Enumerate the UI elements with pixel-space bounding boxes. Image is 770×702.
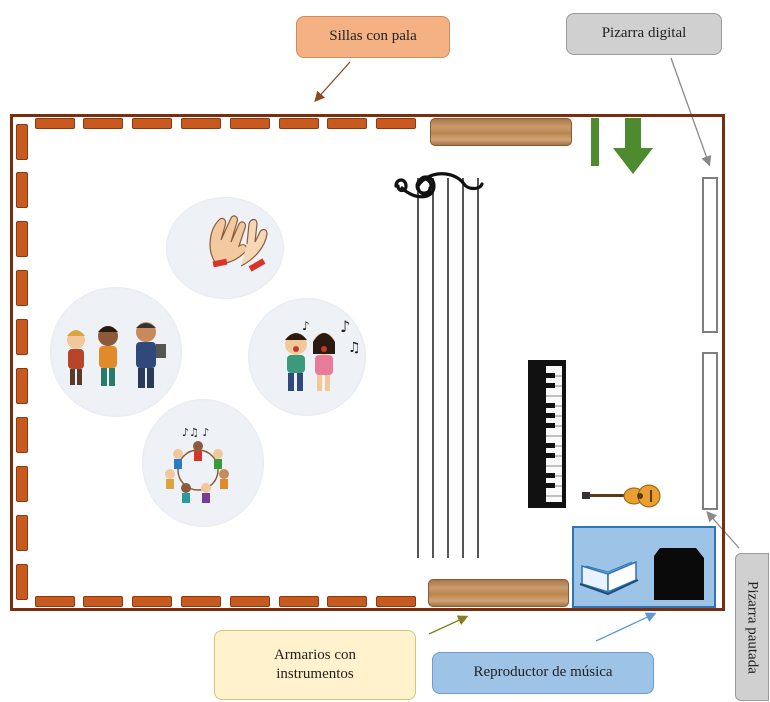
activity-circle-singing-children <box>248 298 366 416</box>
digital-board <box>702 177 718 333</box>
book-icon <box>579 560 639 596</box>
chair <box>376 596 416 607</box>
door-mark <box>591 118 599 166</box>
chair <box>16 172 28 208</box>
entrance-arrow-icon <box>613 118 653 174</box>
chair <box>35 118 75 129</box>
music-player-callout: Reproductor de música <box>432 652 654 694</box>
chairs-label: Sillas con pala <box>329 28 417 45</box>
chair <box>327 596 367 607</box>
svg-text:♪♫ ♪: ♪♫ ♪ <box>182 426 209 439</box>
classroom-floor-plan <box>10 114 725 611</box>
chair <box>16 564 28 600</box>
chair <box>16 368 28 404</box>
staff-line <box>447 178 449 558</box>
chair <box>16 319 28 355</box>
chair <box>16 221 28 257</box>
music-player-arrow <box>595 612 657 642</box>
guitar-icon <box>582 484 661 508</box>
chair <box>181 596 221 607</box>
chair <box>16 270 28 306</box>
svg-text:♪: ♪ <box>340 317 350 336</box>
music-player-label: Reproductor de música <box>473 664 613 681</box>
staff-line <box>477 178 479 558</box>
cabinets-label: Armarios con instrumentos <box>273 646 357 683</box>
staff-board-label: Pizarra pautada <box>744 580 761 674</box>
chair <box>132 118 172 129</box>
chair <box>16 466 28 502</box>
staff-board-callout: Pizarra pautada <box>735 553 769 701</box>
chair <box>279 118 319 129</box>
digital-board-callout: Pizarra digital <box>566 13 722 55</box>
chair <box>16 417 28 453</box>
activity-circle-dancing <box>142 399 264 527</box>
clapping-hands-icon <box>209 215 268 272</box>
singing-children-icon: ♪ ♫ ♪ <box>285 317 361 391</box>
speaker-icon <box>654 548 704 600</box>
chairs-callout: Sillas con pala <box>296 16 450 58</box>
cabinets-arrow <box>428 615 469 635</box>
chair <box>16 515 28 551</box>
staff-line <box>462 178 464 558</box>
digital-board-arrow <box>670 57 712 167</box>
chair <box>279 596 319 607</box>
staff-line <box>417 178 419 558</box>
svg-text:♫: ♫ <box>348 340 361 356</box>
cabinet-top <box>430 118 572 146</box>
chair <box>230 118 270 129</box>
chair <box>16 124 28 160</box>
dancing-circle-icon: ♪♫ ♪ <box>165 426 229 503</box>
cabinets-callout: Armarios con instrumentos <box>214 630 416 700</box>
chair <box>376 118 416 129</box>
cabinet-bottom <box>428 579 569 607</box>
svg-text:♪: ♪ <box>302 319 310 333</box>
chair <box>327 118 367 129</box>
piano-keyboard-icon <box>528 360 566 508</box>
staff-board <box>702 352 718 510</box>
chair <box>181 118 221 129</box>
chair <box>132 596 172 607</box>
staff-line <box>432 178 434 558</box>
digital-board-label: Pizarra digital <box>601 25 687 42</box>
chair <box>230 596 270 607</box>
chair <box>83 596 123 607</box>
chairs-arrow <box>314 61 351 102</box>
singing-group-icon <box>67 322 166 388</box>
treble-clef-icon <box>394 172 484 199</box>
chair <box>35 596 75 607</box>
chair <box>83 118 123 129</box>
